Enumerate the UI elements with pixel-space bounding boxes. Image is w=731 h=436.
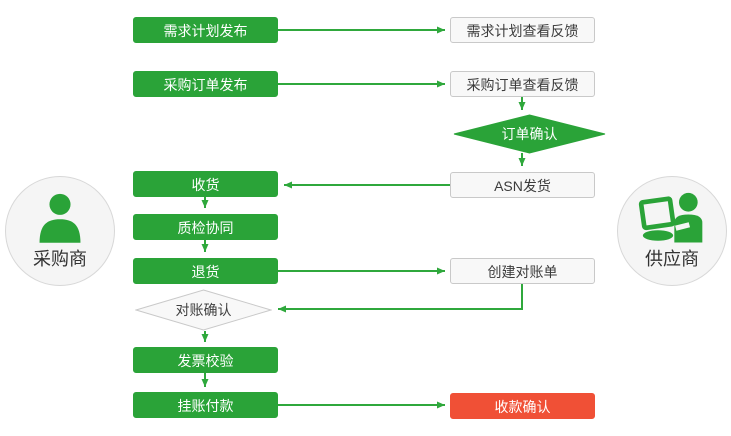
decision-reconciliation-confirmation: 对账确认 — [135, 289, 272, 331]
node-po-publish: 采购订单发布 — [133, 71, 278, 97]
arrow-statement-to-reconcile-confirm — [278, 282, 523, 313]
node-po-feedback: 采购订单查看反馈 — [450, 71, 595, 97]
node-demand-plan-feedback: 需求计划查看反馈 — [450, 17, 595, 43]
actor-supplier: 供应商 — [617, 176, 727, 286]
buyer-person-icon — [6, 187, 114, 249]
node-demand-plan-publish: 需求计划发布 — [133, 17, 278, 43]
buyer-label: 采购商 — [33, 249, 87, 269]
supplier-label: 供应商 — [645, 249, 699, 269]
node-return-goods: 退货 — [133, 258, 278, 284]
actor-buyer: 采购商 — [5, 176, 115, 286]
node-receive-goods: 收货 — [133, 171, 278, 197]
node-create-statement: 创建对账单 — [450, 258, 595, 284]
supplier-person-laptop-icon — [618, 187, 726, 249]
diamond-shape — [453, 114, 606, 154]
node-payment-on-account: 挂账付款 — [133, 392, 278, 418]
diamond-shape — [135, 289, 272, 331]
node-receipt-confirmation: 收款确认 — [450, 393, 595, 419]
decision-order-confirmation: 订单确认 — [453, 114, 606, 154]
node-invoice-verification: 发票校验 — [133, 347, 278, 373]
node-quality-collaboration: 质检协同 — [133, 214, 278, 240]
decision-label: 订单确认 — [501, 126, 558, 142]
decision-label: 对账确认 — [175, 302, 232, 318]
node-asn-shipping: ASN发货 — [450, 172, 595, 198]
